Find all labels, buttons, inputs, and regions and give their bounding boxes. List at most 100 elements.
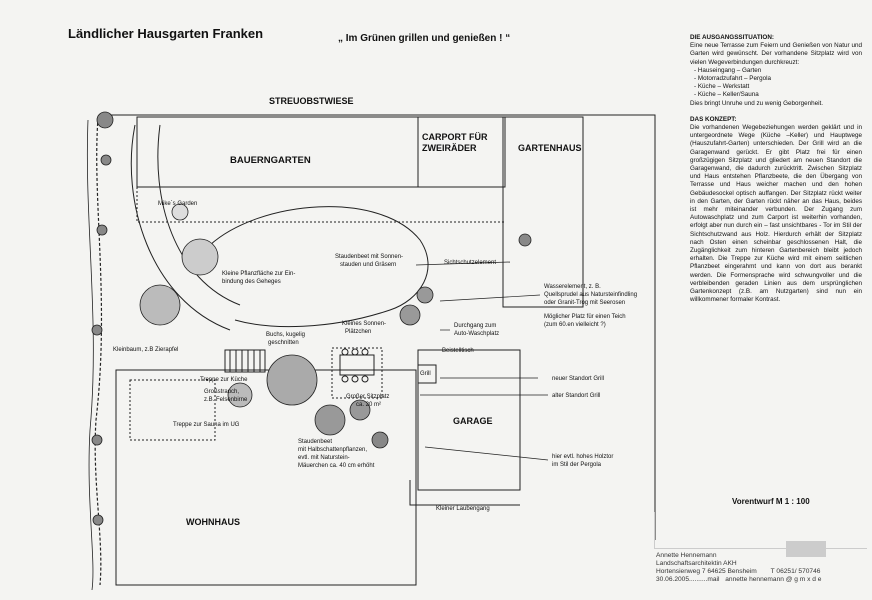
stamp-name: Annette Hennemann: [656, 552, 717, 559]
label-bauerngarten: BAUERNGARTEN: [230, 155, 311, 166]
shrub-icon: [100, 154, 112, 166]
label-wohnhaus: WOHNHAUS: [186, 517, 240, 527]
plantings: [91, 111, 532, 526]
situation-item: Motorradzufahrt – Pergola: [698, 75, 862, 83]
label-grill: Grill: [420, 371, 431, 377]
star-shrub-icon: [171, 203, 189, 221]
label-mikes-garden: Mike`s Garden: [158, 201, 197, 207]
shrub-icon: [92, 514, 104, 526]
logo-icon: [786, 541, 826, 557]
label-beistelltisch: Beistelltisch: [442, 348, 474, 354]
label-durchgang-2: Auto-Waschplatz: [454, 331, 499, 337]
scale-label: Vorentwurf M 1 : 100: [732, 497, 810, 506]
grill-box: [417, 364, 437, 384]
label-sonnenplaetzchen-2: Plätzchen: [345, 329, 371, 335]
label-kleinbaum: Kleinbaum, z.B Zierapfel: [113, 347, 178, 353]
stamp-title: Landschaftsarchitektin AKH: [656, 560, 737, 567]
label-buchs-2: geschnitten: [268, 340, 299, 346]
stamp-street: Hortensienweg 7 64625 Bensheim: [656, 568, 757, 575]
label-durchgang-1: Durchgang zum: [454, 323, 496, 329]
label-pflanzflaeche-2: bindung des Geheges: [222, 279, 281, 285]
label-garage: GARAGE: [453, 416, 493, 426]
kitchen-stairs: [224, 349, 266, 373]
stamp-email: annette hennemann @ g m x d e: [725, 576, 822, 583]
label-buchs-1: Buchs, kugelig: [266, 332, 305, 338]
label-alter-grill: alter Standort Grill: [552, 393, 600, 399]
stamp-address: Hortensienweg 7 64625 Bensheim T 06251/ …: [656, 568, 821, 576]
hedge-line: [94, 117, 103, 586]
label-holztor-1: hier evtl. hohes Holztor: [552, 454, 613, 460]
label-gartenhaus: GARTENHAUS: [518, 143, 582, 153]
label-teich-2: (zum 60.en vielleicht ?): [544, 322, 606, 328]
label-sitzplatz-1: Großer Sitzplatz: [346, 394, 389, 400]
plan-motto: „ Im Grünen grillen und genießen ! “: [338, 33, 511, 44]
stamp-contact: 30.06.2005..........mail annette hennema…: [656, 576, 821, 584]
shrub-icon: [91, 324, 103, 336]
label-staudenbeet-2: stauden und Gräsern: [340, 262, 396, 268]
shrub-icon: [371, 431, 389, 449]
label-carport-2: ZWEIRÄDER: [422, 143, 477, 153]
shrub-icon: [518, 233, 532, 247]
label-grossstrauch-1: Großstrauch,: [204, 389, 239, 395]
concept-heading: DAS KONZEPT:: [690, 115, 737, 123]
tree-icon: [181, 238, 219, 276]
shrub-icon: [227, 382, 253, 408]
situation-item: Küche – Werkstatt: [698, 83, 862, 91]
description-panel: DIE AUSGANGSSITUATION: Eine neue Terrass…: [690, 34, 862, 305]
label-grossstrauch-2: z.B. Felsenbirne: [204, 397, 248, 403]
situation-list: Hauseingang – Garten Motorradzufahrt – P…: [690, 67, 862, 100]
label-sichtschutz: Sichtschutzelement: [444, 260, 496, 266]
curved-path-outer: [130, 124, 231, 331]
stamp-date: 30.06.2005..........mail: [656, 576, 720, 583]
label-staudenbeet2-4: Mäuerchen ca. 40 cm erhöht: [298, 463, 375, 469]
label-treppe-kueche: Treppe zur Küche: [200, 377, 248, 383]
bauerngarten-bed: [136, 116, 506, 188]
label-teich-1: Möglicher Platz für einen Teich: [544, 314, 626, 320]
shrub-icon: [399, 304, 421, 326]
plot-boundary: [105, 114, 656, 540]
label-staudenbeet-1: Staudenbeet mit Sonnen-: [335, 254, 403, 260]
lawn-arc: [209, 206, 429, 328]
label-neuer-grill: neuer Standort Grill: [552, 376, 604, 382]
shrub-icon: [96, 224, 108, 236]
label-wasserelement-2: Quellsprudel aus Natursteinfindling: [544, 292, 637, 298]
label-staudenbeet2-3: evtl. mit Naturstein-: [298, 455, 350, 461]
seating-area: [331, 347, 383, 399]
label-pflanzflaeche-1: Kleine Pflanzfläche zur Ein-: [222, 271, 295, 277]
garage-outline: [417, 349, 521, 491]
hedge-outline: [86, 119, 94, 591]
laubengang-path: [409, 480, 520, 506]
situation-intro: Eine neue Terrasse zum Feiern und Genieß…: [690, 42, 862, 66]
gartenhaus-outline: [502, 116, 584, 308]
stamp-phone: T 06251/ 570746: [770, 568, 821, 575]
label-wasserelement-1: Wasserelement, z. B.: [544, 284, 601, 290]
tree-icon: [266, 354, 318, 406]
label-wasserelement-3: oder Granit-Trog mit Seerosen: [544, 300, 625, 306]
shrub-icon: [96, 111, 114, 129]
wohnhaus-outline: [115, 369, 417, 586]
situation-heading: DIE AUSGANGSSITUATION:: [690, 34, 774, 41]
label-laubengang: Kleiner Laubengang: [436, 506, 490, 512]
title-block-frame: [654, 512, 867, 549]
shrub-icon: [314, 404, 346, 436]
label-holztor-2: im Stil der Pergola: [552, 462, 602, 468]
shrub-icon: [91, 434, 103, 446]
seating-table: [339, 354, 375, 376]
shrub-icon: [416, 286, 434, 304]
situation-outro: Dies bringt Unruhe und zu wenig Geborgen…: [690, 99, 824, 107]
label-staudenbeet2-1: Staudenbeet: [298, 439, 332, 445]
concept-text: Die vorhandenen Wegebeziehungen werden g…: [690, 124, 862, 304]
architect-stamp: Annette Hennemann Landschaftsarchitektin…: [656, 552, 821, 584]
shrub-icon: [349, 399, 371, 421]
curved-path-inner: [157, 124, 241, 306]
situation-item: Küche – Keller/Sauna: [698, 91, 862, 99]
label-sitzplatz-2: ca. 20 m²: [356, 402, 381, 408]
label-sonnenplaetzchen-1: Kleines Sonnen-: [342, 321, 386, 327]
label-streuobstwiese: STREUOBSTWIESE: [269, 96, 354, 106]
label-carport-1: CARPORT FÜR: [422, 132, 488, 142]
tree-icon: [139, 284, 181, 326]
plan-title: Ländlicher Hausgarten Franken: [68, 26, 264, 41]
label-staudenbeet2-2: mit Halbschattenpflanzen,: [298, 447, 367, 453]
situation-item: Hauseingang – Garten: [698, 67, 862, 75]
